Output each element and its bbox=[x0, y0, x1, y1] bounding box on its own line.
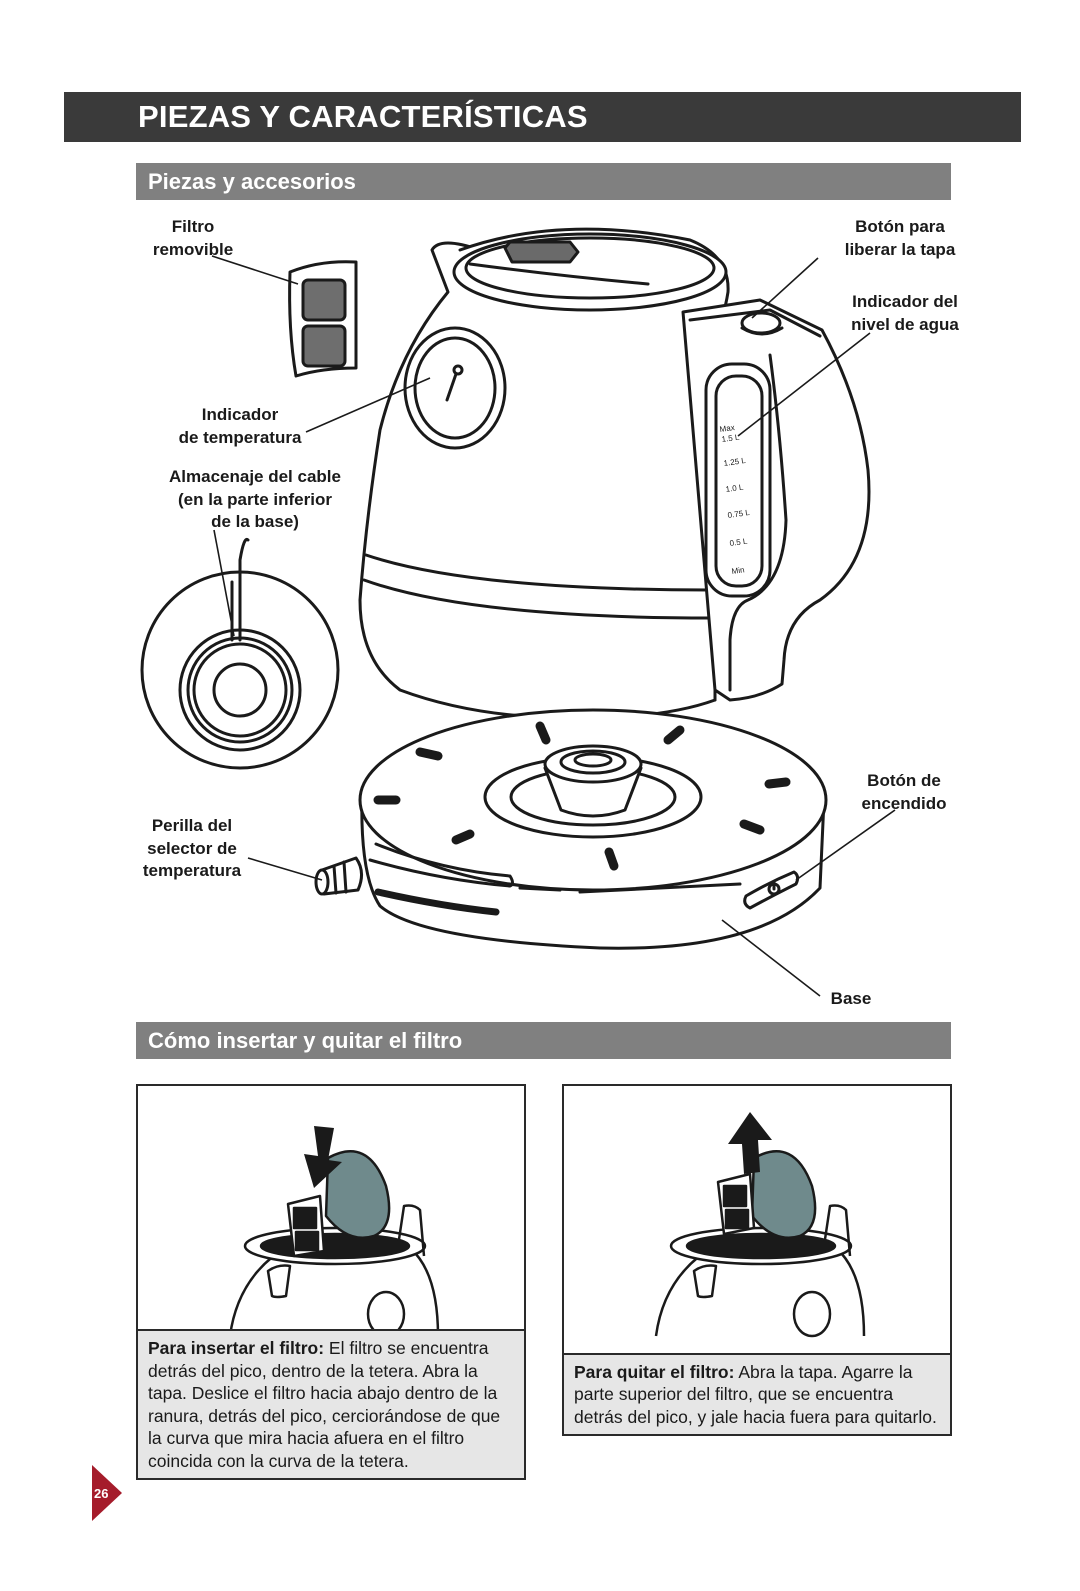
arrow-down-icon bbox=[304, 1126, 342, 1188]
page-number-tab: 26 bbox=[92, 1465, 122, 1521]
section-heading-filter: Cómo insertar y quitar el filtro bbox=[136, 1022, 951, 1059]
label-lid-button: Botón para liberar la tapa bbox=[844, 217, 956, 259]
section-heading-parts: Piezas y accesorios bbox=[136, 163, 951, 200]
temperature-knob-icon bbox=[314, 856, 363, 896]
gauge-mark-5: 0.5 L bbox=[729, 537, 748, 548]
gauge-mark-4: 0.75 L bbox=[727, 508, 751, 520]
gauge-mark-3: 1.0 L bbox=[725, 483, 744, 494]
gauge-mark-2: 1.25 L bbox=[723, 456, 747, 468]
page-title: PIEZAS Y CARACTERÍSTICAS bbox=[64, 92, 1021, 142]
label-water-level: Indicador del nivel de agua bbox=[851, 292, 959, 334]
kettle-body bbox=[358, 227, 871, 720]
remove-filter-illustration bbox=[654, 1112, 866, 1338]
insert-filter-panel: Para insertar el filtro: El filtro se en… bbox=[136, 1084, 526, 1480]
remove-filter-text: Abra la tapa. Agarre la parte superior d… bbox=[574, 1361, 937, 1427]
page-number: 26 bbox=[94, 1486, 108, 1501]
remove-filter-caption: Para quitar el filtro: Abra la tapa. Aga… bbox=[564, 1352, 950, 1434]
label-cord-storage: Almacenaje del cable (en la parte inferi… bbox=[169, 467, 341, 531]
kettle-illustration: Max 1.5 L 1.25 L 1.0 L 0.75 L 0.5 L Min bbox=[140, 227, 896, 997]
label-filter: Filtro removible bbox=[152, 217, 234, 259]
removable-filter-icon bbox=[288, 260, 358, 378]
kettle-base bbox=[314, 708, 828, 950]
remove-filter-panel: Para quitar el filtro: Abra la tapa. Aga… bbox=[562, 1084, 952, 1436]
insert-filter-lead: Para insertar el filtro: bbox=[148, 1338, 325, 1358]
label-base: Base bbox=[830, 989, 872, 1008]
remove-filter-lead: Para quitar el filtro: bbox=[574, 1361, 735, 1382]
label-temp-indicator: Indicador de temperatura bbox=[178, 405, 302, 447]
gauge-mark-1: 1.5 L bbox=[721, 433, 740, 444]
insert-filter-text: El filtro se encuentra detrás del pico, … bbox=[148, 1338, 501, 1471]
insert-filter-caption: Para insertar el filtro: El filtro se en… bbox=[138, 1329, 524, 1478]
label-power-button: Botón de encendido bbox=[861, 771, 947, 813]
gauge-max: Max bbox=[719, 423, 735, 434]
gauge-min: Min bbox=[731, 565, 745, 576]
arrow-up-icon bbox=[728, 1112, 772, 1174]
cord-storage-inset bbox=[140, 537, 340, 770]
insert-filter-illustration bbox=[228, 1126, 440, 1338]
label-temp-knob: Perilla del selector de temperatura bbox=[142, 816, 242, 880]
